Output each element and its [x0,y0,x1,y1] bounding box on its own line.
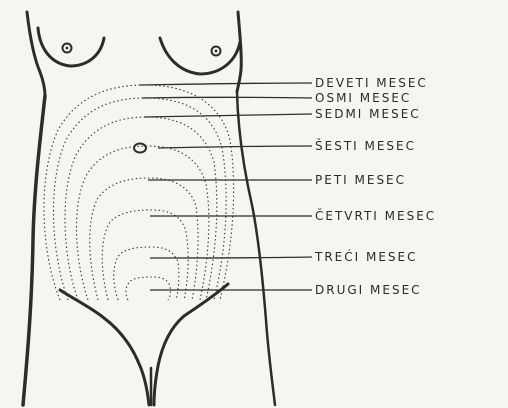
right-torso-outline [237,92,275,405]
contour-month-4 [102,210,188,300]
label-month-7: SEDMI MESEC [315,107,421,121]
label-month-6: ŠESTI MESEC [315,138,416,153]
stage-labels: DEVETI MESEC OSMI MESEC SEDMI MESEC ŠEST… [314,76,436,297]
left-nipple-center [66,47,69,50]
label-month-5: PETI MESEC [315,173,406,187]
leader-line-month-8 [142,97,312,98]
leader-line-month-6 [158,146,312,148]
groin-right-outline [154,284,228,405]
right-nipple-center [215,50,218,53]
leader-lines [140,83,312,290]
groin-left-outline [60,290,149,405]
contour-month-5 [90,178,198,300]
left-arm-outline [27,12,45,96]
label-month-8: OSMI MESEC [315,91,411,105]
left-torso-outline [23,96,45,405]
contour-month-8 [53,98,226,300]
contour-month-2 [126,277,170,300]
uterus-contours [44,85,234,300]
right-breast-outline [160,38,240,74]
body-outline [23,12,275,405]
label-month-2: DRUGI MESEC [315,283,422,297]
leader-line-month-7 [144,114,312,117]
leader-line-month-9 [140,83,312,85]
label-month-3: TREĆI MESEC [314,249,418,264]
label-month-9: DEVETI MESEC [315,76,428,90]
contour-month-3 [114,247,179,300]
label-month-4: ČETVRTI MESEC [315,208,436,223]
navel [134,144,146,153]
leader-line-month-3 [150,257,312,258]
contour-month-9 [44,85,234,300]
